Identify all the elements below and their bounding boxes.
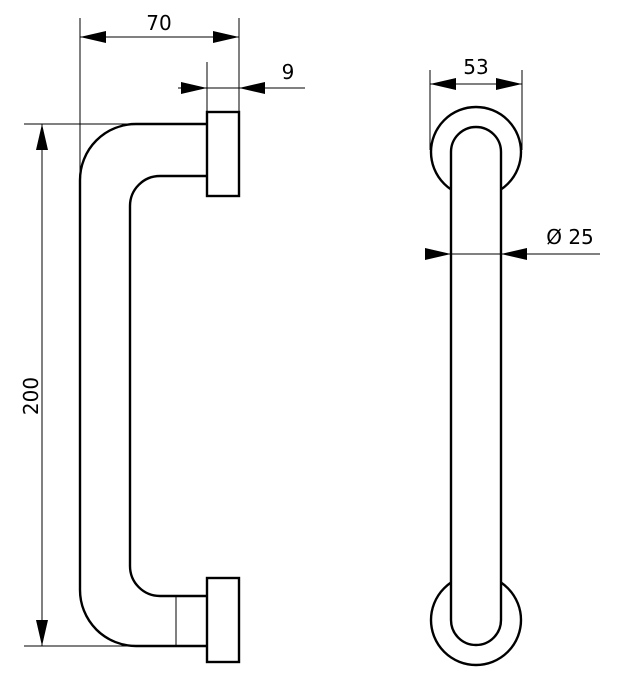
dimension-bar-diameter: Ø 25 [425, 225, 600, 260]
handle-outer-outline [78, 122, 207, 648]
arrow-left-icon [239, 82, 265, 94]
bottom-rose [205, 576, 241, 664]
dimension-rose-thickness: 9 [178, 60, 305, 112]
rose-diameter-label: 53 [463, 55, 488, 79]
dimension-height: 200 [19, 123, 207, 647]
arrow-down-icon [36, 620, 48, 646]
dimension-rose-diameter: 53 [429, 55, 523, 150]
arrow-up-icon [36, 124, 48, 150]
height-label: 200 [19, 377, 43, 415]
rose-thickness-label: 9 [282, 60, 295, 84]
arrow-right-icon [496, 78, 522, 90]
width-label: 70 [146, 11, 171, 35]
bar-diameter-label: Ø 25 [546, 225, 594, 249]
arrow-left-icon [501, 248, 527, 260]
top-rose [205, 110, 241, 198]
front-view [429, 105, 523, 667]
arrow-left-icon [80, 31, 106, 43]
arrow-right-icon [425, 248, 451, 260]
handle-inner-outline [128, 174, 207, 598]
dimension-width: 70 [79, 11, 240, 180]
bar-front-outline [449, 125, 503, 647]
side-view [78, 110, 241, 664]
arrow-right-icon [181, 82, 207, 94]
arrow-left-icon [430, 78, 456, 90]
arrow-right-icon [213, 31, 239, 43]
